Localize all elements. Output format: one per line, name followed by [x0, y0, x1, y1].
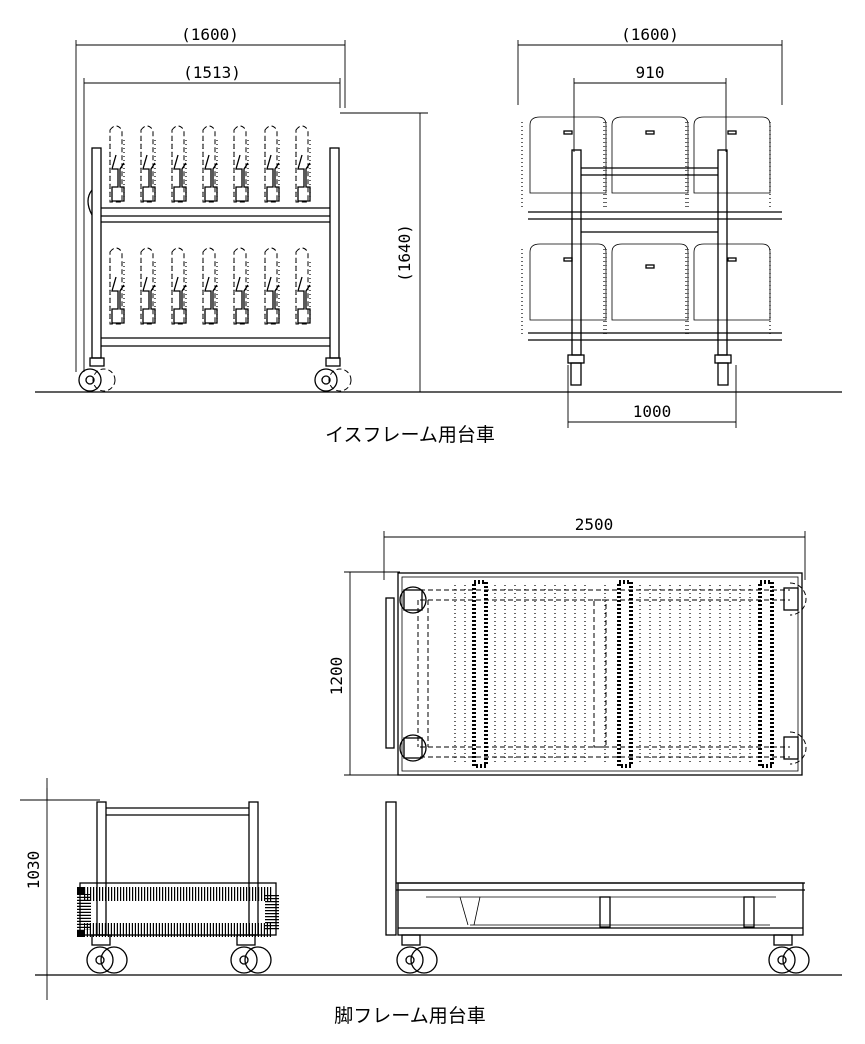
dim-plan-width: 1200: [327, 657, 346, 696]
dim-front-overall: (1600): [181, 25, 239, 44]
chair-cart-front-view: (1600) (1513) (1640): [75, 25, 428, 392]
dim-leg-height: 1030: [24, 851, 43, 890]
caption-leg-frame-cart: 脚フレーム用台車: [334, 1005, 485, 1027]
dim-side-overall: (1600): [621, 25, 679, 44]
leg-cart-side-view: [385, 801, 810, 974]
dim-front-height: (1640): [395, 224, 414, 282]
dim-plan-length: 2500: [575, 515, 614, 534]
chair-cart-side-view: (1600) 910: [517, 25, 783, 428]
leg-cart-plan-view: 2500 1200: [327, 515, 807, 776]
dim-side-base: 1000: [633, 402, 672, 421]
caption-chair-frame-cart: イスフレーム用台車: [325, 424, 495, 446]
dim-side-inner: 910: [636, 63, 665, 82]
dim-front-inner: (1513): [183, 63, 241, 82]
leg-cart-end-view: 1030: [20, 778, 279, 1000]
